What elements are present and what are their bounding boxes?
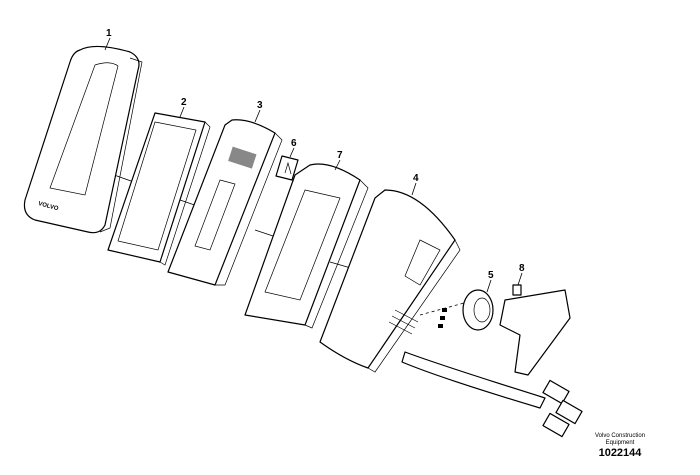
callout-8: 8	[519, 263, 525, 274]
leader-line	[179, 106, 185, 118]
callout-4: 4	[413, 173, 419, 184]
leader-line	[289, 147, 295, 158]
part-8-screw	[512, 284, 522, 296]
leader-line	[517, 272, 523, 286]
credit-line-1: Volvo Construction	[594, 433, 646, 439]
callout-1: 1	[106, 28, 112, 39]
part-7-housing	[244, 163, 369, 329]
cable-harness	[401, 351, 583, 438]
part-3-circuit-board	[167, 119, 283, 286]
leader-line	[486, 279, 492, 293]
part-4-rear-cover	[319, 189, 461, 373]
part-5-switch	[438, 289, 494, 331]
publisher-credit: Volvo Construction Equipment	[585, 433, 655, 447]
part-1-bezel: VOLVO	[23, 45, 143, 234]
callout-2: 2	[181, 97, 187, 108]
mounting-bracket	[499, 289, 571, 376]
leader-line	[411, 182, 417, 196]
leader-line	[104, 37, 111, 51]
credit-line-2: Equipment	[605, 440, 635, 446]
part-2-display	[107, 112, 211, 266]
leader-line	[334, 159, 341, 171]
part-6-clip	[275, 155, 299, 181]
leader-line	[254, 109, 261, 123]
callout-5: 5	[488, 270, 494, 281]
document-number: 1022144	[598, 447, 642, 459]
callout-3: 3	[257, 100, 263, 111]
callout-7: 7	[337, 150, 343, 161]
volvo-logo: VOLVO	[37, 201, 59, 212]
callout-6: 6	[291, 138, 297, 149]
